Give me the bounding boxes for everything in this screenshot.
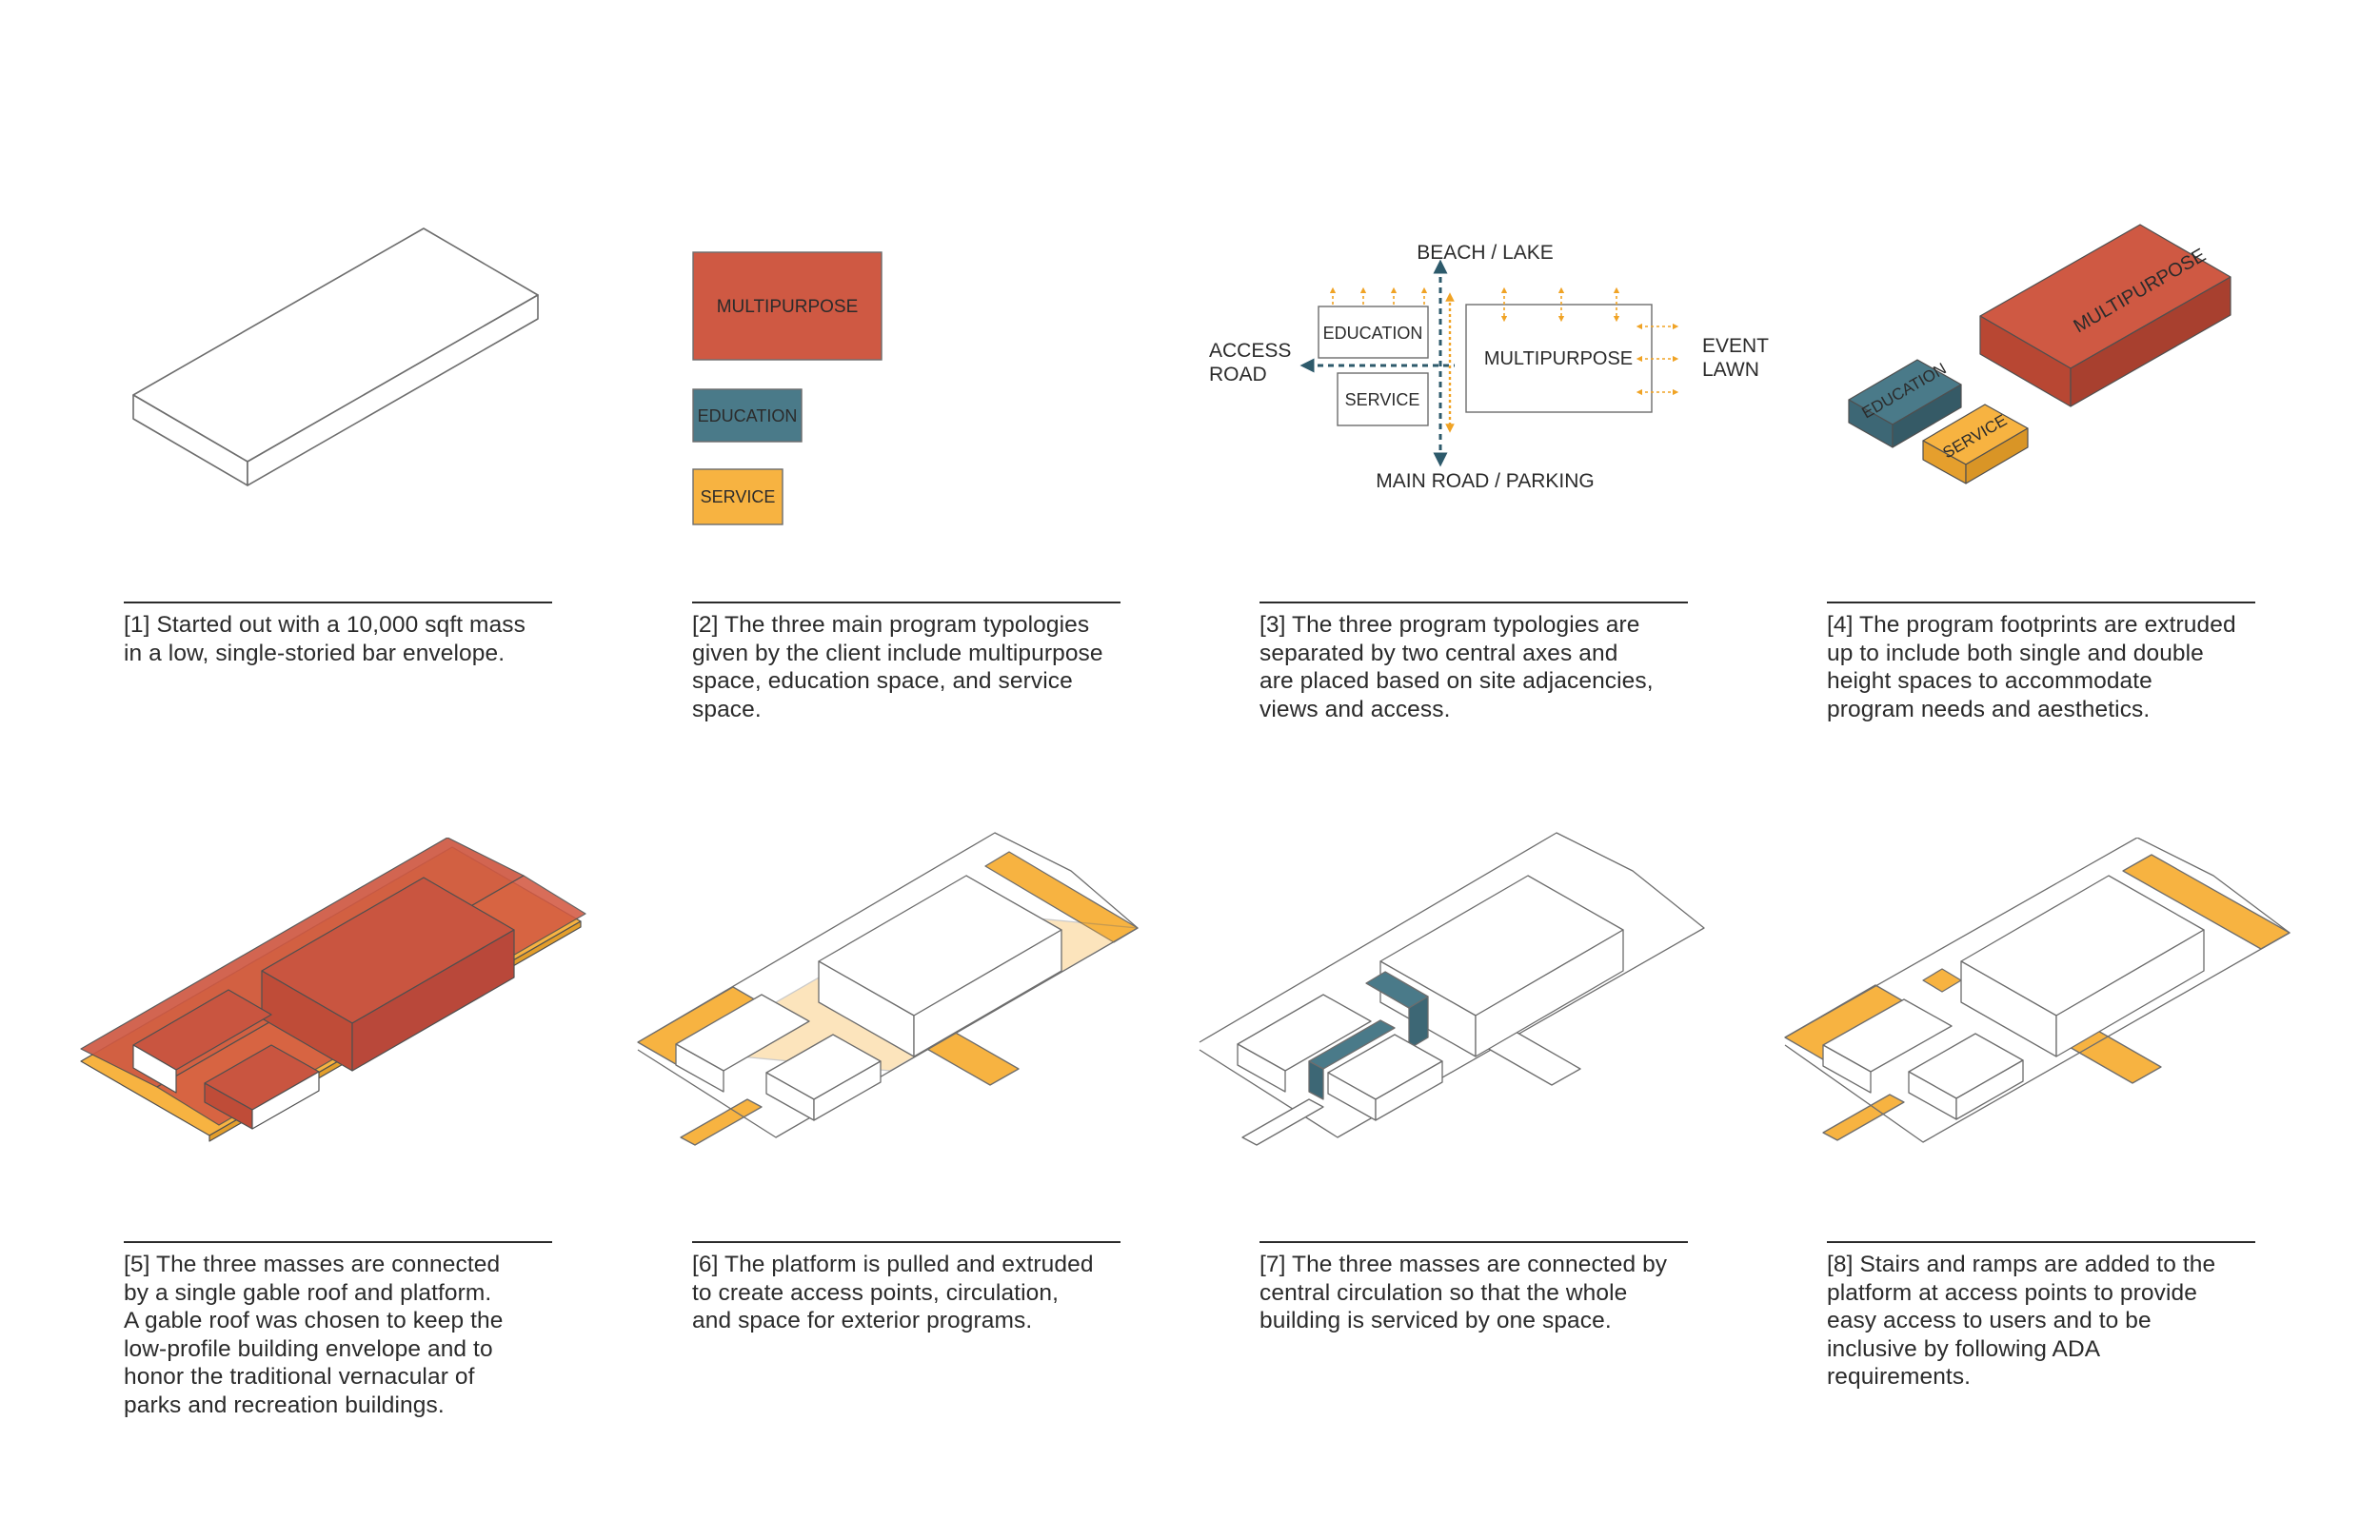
orange-access-arrows <box>1329 286 1679 433</box>
caption-8: [8] Stairs and ramps are added to the pl… <box>1827 1241 2274 1392</box>
caption-8-line-2: platform at access points to provide <box>1827 1279 2197 1306</box>
multipurpose-block <box>692 251 883 361</box>
caption-3-line-1: [3] The three program typologies are <box>1259 612 1640 638</box>
caption-3-line-4: views and access. <box>1259 696 1451 722</box>
caption-8-line-4: inclusive by following ADA <box>1827 1335 2101 1362</box>
outline-education-front <box>1822 1044 1872 1094</box>
caption-2: [2] The three main program typologies gi… <box>692 602 1140 723</box>
caption-2-line-3: space, education space, and service <box>692 668 1073 694</box>
caption-1-line-2: in a low, single-storied bar envelope. <box>124 640 506 666</box>
caption-4-line-1: [4] The program footprints are extruded <box>1827 612 2236 638</box>
diagram-2-program-blocks: MULTIPURPOSE EDUCATION SERVICE <box>690 247 1261 914</box>
caption-8-rule <box>1827 1241 2255 1243</box>
caption-7-line-3: building is serviced by one space. <box>1259 1308 1612 1333</box>
outline-multipurpose-side <box>2055 929 2205 1057</box>
plan-multipurpose-box <box>1465 304 1653 413</box>
platform-ramp-southwest <box>680 1098 763 1146</box>
diagram-6-platform-extruded <box>637 832 1139 1146</box>
plan-education-box <box>1318 306 1429 359</box>
caption-4: [4] The program footprints are extruded … <box>1827 602 2274 723</box>
caption-1-line-1: [1] Started out with a 10,000 sqft mass <box>124 612 526 638</box>
mass-side-face <box>247 294 539 486</box>
caption-2-line-4: space. <box>692 696 762 722</box>
outline-education-front <box>1237 1043 1286 1093</box>
diagram-4-extruded-program: MULTIPURPOSE EDUCATION SERVICE <box>1837 219 2380 885</box>
caption-2-line-2: given by the client include multipurpose <box>692 640 1103 666</box>
caption-7-line-1: [7] The three masses are connected by <box>1259 1252 1668 1277</box>
caption-5-line-4: low-profile building envelope and to <box>124 1335 493 1362</box>
caption-3-line-3: are placed based on site adjacencies, <box>1259 668 1654 694</box>
site-west-label-1: ACCESS <box>1209 340 1291 362</box>
caption-8-line-3: easy access to users and to be <box>1827 1308 2152 1333</box>
roof-outline <box>637 832 1139 1138</box>
outline-service-side <box>813 1060 882 1121</box>
diagram-5-roof-platform <box>80 838 586 1142</box>
outline-education-front <box>675 1043 724 1093</box>
caption-5-line-5: honor the traditional vernacular of <box>124 1364 475 1390</box>
mass-multipurpose-side <box>351 929 515 1072</box>
plan-education-label: EDUCATION <box>1323 324 1423 343</box>
caption-3-rule <box>1259 602 1688 603</box>
plan-service-label: SERVICE <box>1345 390 1420 409</box>
circulation-link-side <box>1408 996 1429 1050</box>
caption-1-rule <box>124 602 552 603</box>
site-east-label-1: EVENT <box>1702 335 1769 357</box>
roof-outline <box>1199 832 1705 1138</box>
caption-1: [1] Started out with a 10,000 sqft mass … <box>124 602 571 667</box>
caption-5-line-3: A gable roof was chosen to keep the <box>124 1308 504 1333</box>
diagram-3-site-axes: BEACH / LAKE MAIN ROAD / PARKING ACCESS … <box>1209 228 1780 895</box>
circulation-spine-front <box>1308 1060 1324 1100</box>
multipurpose-label: MULTIPURPOSE <box>717 297 859 317</box>
caption-7: [7] The three masses are connected by ce… <box>1259 1241 1707 1335</box>
caption-5-line-2: by a single gable roof and platform. <box>124 1279 492 1306</box>
caption-5: [5] The three masses are connected by a … <box>124 1241 571 1419</box>
diagram-1-bar-mass <box>132 227 539 486</box>
caption-8-line-5: requirements. <box>1827 1364 1972 1390</box>
caption-7-rule <box>1259 1241 1688 1243</box>
site-west-label-2: ROAD <box>1209 364 1267 385</box>
diagram-7-central-circulation <box>1199 832 1705 1146</box>
caption-5-line-6: parks and recreation buildings. <box>124 1392 445 1418</box>
plan-multipurpose-label: MULTIPURPOSE <box>1484 348 1633 369</box>
caption-4-rule <box>1827 602 2255 603</box>
caption-6-line-3: and space for exterior programs. <box>692 1308 1033 1333</box>
caption-4-line-3: height spaces to accommodate <box>1827 668 2152 694</box>
caption-6-rule <box>692 1241 1121 1243</box>
caption-5-line-1: [5] The three masses are connected <box>124 1252 501 1277</box>
outline-service-side <box>1955 1059 2024 1120</box>
ramp-west <box>1922 968 1962 993</box>
outline-multipurpose-side <box>1475 929 1624 1057</box>
caption-6-line-2: to create access points, circulation, <box>692 1279 1059 1306</box>
plan-service-box <box>1337 372 1429 426</box>
outline-multipurpose-side <box>913 929 1062 1057</box>
caption-3: [3] The three program typologies are sep… <box>1259 602 1707 723</box>
diagram-8-stairs-ramps <box>1784 838 2291 1143</box>
outline-service-side <box>1375 1060 1443 1121</box>
walkway-southwest <box>1241 1098 1324 1146</box>
caption-4-line-4: program needs and aesthetics. <box>1827 696 2151 722</box>
caption-8-line-1: [8] Stairs and ramps are added to the <box>1827 1252 2216 1277</box>
mass-service-side <box>251 1071 320 1130</box>
service-label: SERVICE <box>701 487 776 506</box>
service-block <box>692 468 783 525</box>
caption-3-line-2: separated by two central axes and <box>1259 640 1618 666</box>
stair-southwest <box>1822 1094 1905 1141</box>
caption-4-line-2: up to include both single and double <box>1827 640 2204 666</box>
extruded-education-side <box>1892 384 1962 448</box>
education-block <box>692 388 803 443</box>
roof-outline <box>1784 838 2291 1143</box>
caption-2-rule <box>692 602 1121 603</box>
site-east-label-2: LAWN <box>1702 359 1759 381</box>
extruded-service-side <box>1965 427 2029 484</box>
caption-6-line-1: [6] The platform is pulled and extruded <box>692 1252 1094 1277</box>
mass-education-front <box>132 1044 177 1094</box>
caption-6: [6] The platform is pulled and extruded … <box>692 1241 1140 1335</box>
caption-7-line-2: central circulation so that the whole <box>1259 1279 1628 1306</box>
site-south-label: MAIN ROAD / PARKING <box>1376 470 1594 492</box>
caption-2-line-1: [2] The three main program typologies <box>692 612 1090 638</box>
site-north-label: BEACH / LAKE <box>1417 242 1554 264</box>
education-label: EDUCATION <box>698 406 798 425</box>
extruded-multipurpose-side <box>2070 276 2231 407</box>
caption-5-rule <box>124 1241 552 1243</box>
